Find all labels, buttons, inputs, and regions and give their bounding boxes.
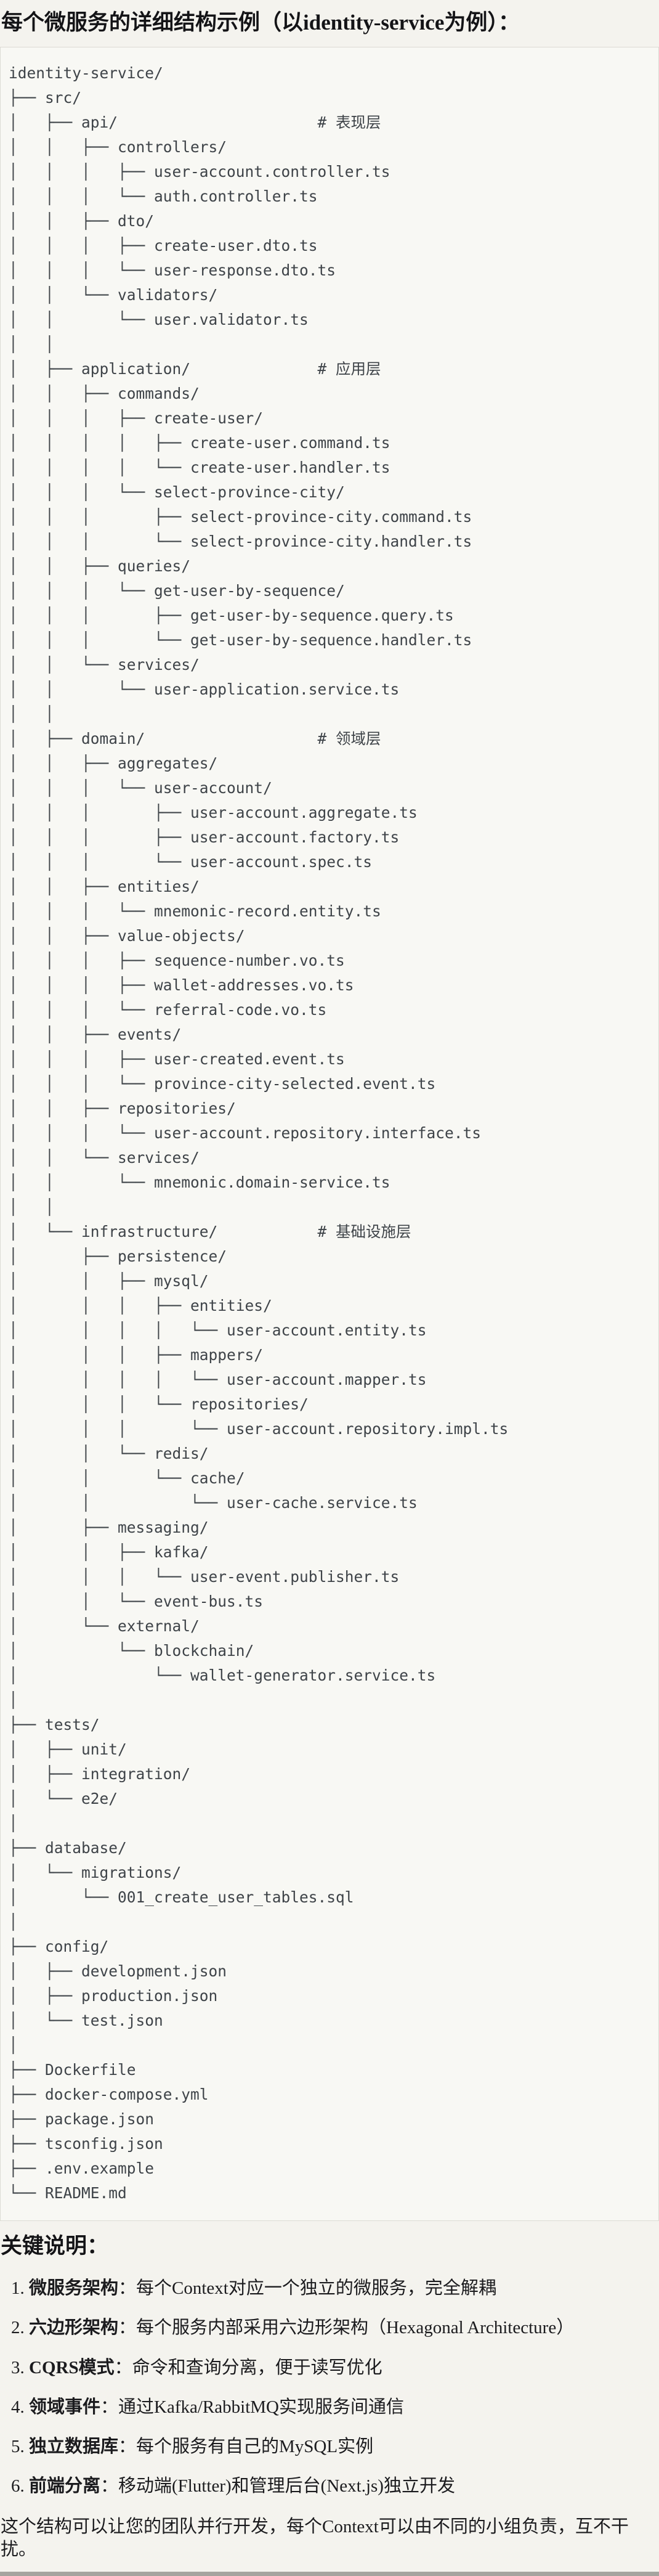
note-desc: ：每个Context对应一个独立的微服务，完全解耦 [118,2278,496,2298]
notes-list: 1. 微服务架构：每个Context对应一个独立的微服务，完全解耦 2. 六边形… [0,2277,659,2498]
note-number: 2. [11,2318,29,2338]
page-title: 每个微服务的详细结构示例（以identity-service为例）： [1,10,520,35]
note-desc: ：通过Kafka/RabbitMQ实现服务间通信 [100,2397,404,2417]
note-item-frontend-split: 6. 前端分离：移动端(Flutter)和管理后台(Next.js)独立开发 [11,2475,659,2497]
closing-paragraph: 这个结构可以让您的团队并行开发，每个Context可以由不同的小组负责，互不干扰… [1,2516,629,2560]
note-term: 六边形架构 [29,2318,119,2338]
note-term: CQRS模式 [29,2357,115,2378]
document-page: 每个微服务的详细结构示例（以identity-service为例）： ident… [0,9,659,2576]
note-desc: ：移动端(Flutter)和管理后台(Next.js)独立开发 [100,2476,455,2497]
note-desc: ：每个服务内部采用六边形架构（Hexagonal Architecture） [118,2318,575,2338]
note-term: 前端分离 [29,2476,101,2497]
note-number: 4. [11,2397,29,2417]
note-term: 微服务架构 [29,2278,119,2298]
note-item-microservices: 1. 微服务架构：每个Context对应一个独立的微服务，完全解耦 [11,2277,659,2299]
note-desc: ：命令和查询分离，便于读写优化 [114,2357,382,2378]
note-item-domain-events: 4. 领域事件：通过Kafka/RabbitMQ实现服务间通信 [11,2396,659,2418]
note-desc: ：每个服务有自己的MySQL实例 [118,2437,374,2456]
note-number: 5. [11,2437,29,2456]
notes-heading: 关键说明： [1,2233,109,2258]
note-item-hexagonal: 2. 六边形架构：每个服务内部采用六边形架构（Hexagonal Archite… [11,2317,659,2339]
note-term: 领域事件 [29,2397,101,2417]
note-item-cqrs: 3. CQRS模式：命令和查询分离，便于读写优化 [11,2357,659,2379]
bottom-divider [0,2571,659,2576]
note-number: 1. [11,2278,29,2298]
directory-tree-code-block: identity-service/ ├── src/ │ ├── api/ # … [0,46,659,2221]
note-number: 3. [11,2357,29,2378]
note-number: 6. [11,2476,29,2497]
note-item-independent-db: 5. 独立数据库：每个服务有自己的MySQL实例 [11,2435,659,2458]
note-term: 独立数据库 [29,2437,119,2456]
